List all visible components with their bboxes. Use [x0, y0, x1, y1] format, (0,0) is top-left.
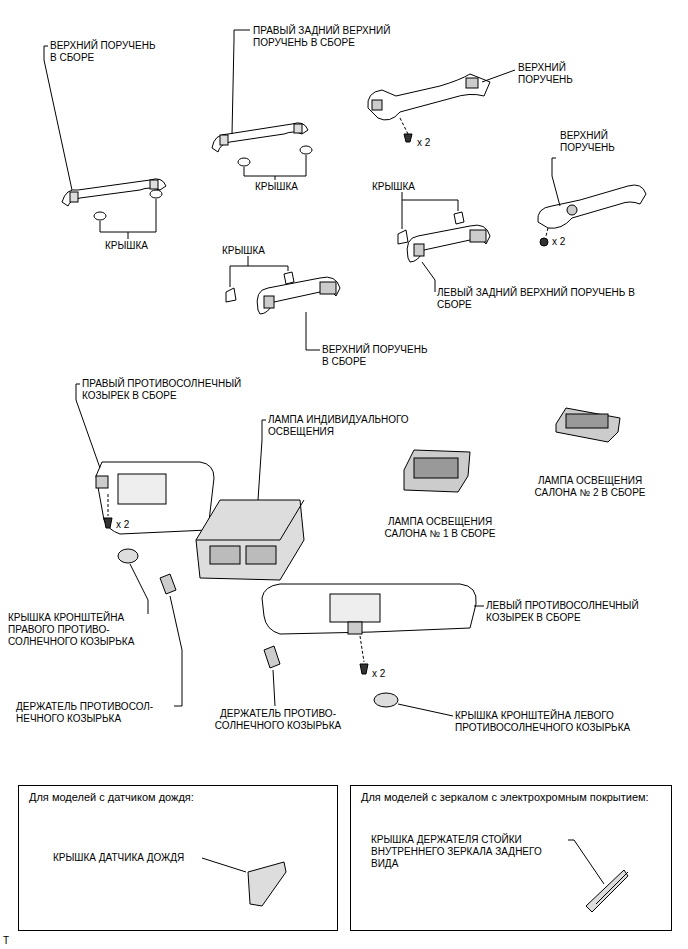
part-name: ДЕРЖАТЕЛЬ ПРОТИВОСОЛ- НЕЧНОГО КОЗЫРЬКА	[16, 701, 178, 725]
quantity-label: T	[3, 935, 23, 947]
part-name: КРЫШКА КРОНШТЕЙНА ПРАВОГО ПРОТИВО- СОЛНЕ…	[8, 612, 156, 648]
part-name: КРЫШКА	[372, 181, 432, 193]
part-name: ДЕРЖАТЕЛЬ ПРОТИВО- СОЛНЕЧНОГО КОЗЫРЬКА	[208, 708, 348, 732]
part-name: КРЫШКА	[105, 240, 165, 252]
part-name: ВЕРХНИЙ ПОРУЧЕНЬ	[560, 130, 632, 154]
variant-panel: Для моделей с датчиком дождя: КРЫШКА ДАТЧ…	[18, 785, 338, 931]
part-name: ПРАВЫЙ ПРОТИВОСОЛНЕЧНЫЙ КОЗЫРЕК В СБОРЕ	[82, 378, 270, 402]
part-name: ВЕРХНИЙ ПОРУЧЕНЬ	[518, 62, 590, 86]
quantity-label: x 2	[417, 137, 447, 149]
part-name: КРЫШКА	[222, 245, 282, 257]
quantity-label: x 2	[116, 519, 146, 531]
part-name: ЛЕВЫЙ ПРОТИВОСОЛНЕЧНЫЙ КОЗЫРЕК В СБОРЕ	[486, 600, 682, 624]
part-name: КРЫШКА КРОНШТЕЙНА ЛЕВОГО ПРОТИВОСОЛНЕЧНО…	[455, 710, 660, 734]
part-name: ЛАМПА ИНДИВИДУАЛЬНОГО ОСВЕЩЕНИЯ	[268, 414, 448, 438]
part-name: ПРАВЫЙ ЗАДНИЙ ВЕРХНИЙ ПОРУЧЕНЬ В СБОРЕ	[253, 25, 418, 49]
part-name: ЛАМПА ОСВЕЩЕНИЯ САЛОНА № 1 В СБОРЕ	[370, 516, 510, 540]
part-name: ЛЕВЫЙ ЗАДНИЙ ВЕРХНИЙ ПОРУЧЕНЬ В СБОРЕ	[437, 287, 652, 311]
quantity-label: x 2	[552, 236, 582, 248]
panel-heading: Для моделей с датчиком дождя:	[29, 791, 329, 804]
part-name: ВЕРХНИЙ ПОРУЧЕНЬ В СБОРЕ	[50, 40, 158, 64]
quantity-label: x 2	[372, 668, 402, 680]
variant-panel: Для моделей с зеркалом с электрохромным …	[350, 785, 672, 931]
part-name: ВЕРХНИЙ ПОРУЧЕНЬ В СБОРЕ	[322, 344, 432, 368]
part-name: КРЫШКА	[255, 181, 315, 193]
panel-heading: Для моделей с зеркалом с электрохромным …	[361, 791, 661, 804]
part-name: КРЫШКА ДАТЧИКА ДОЖДЯ	[53, 852, 213, 864]
part-name: ЛАМПА ОСВЕЩЕНИЯ САЛОНА № 2 В СБОРЕ	[520, 475, 660, 499]
part-name: КРЫШКА ДЕРЖАТЕЛЯ СТОЙКИ ВНУТРЕННЕГО ЗЕРК…	[371, 834, 571, 870]
